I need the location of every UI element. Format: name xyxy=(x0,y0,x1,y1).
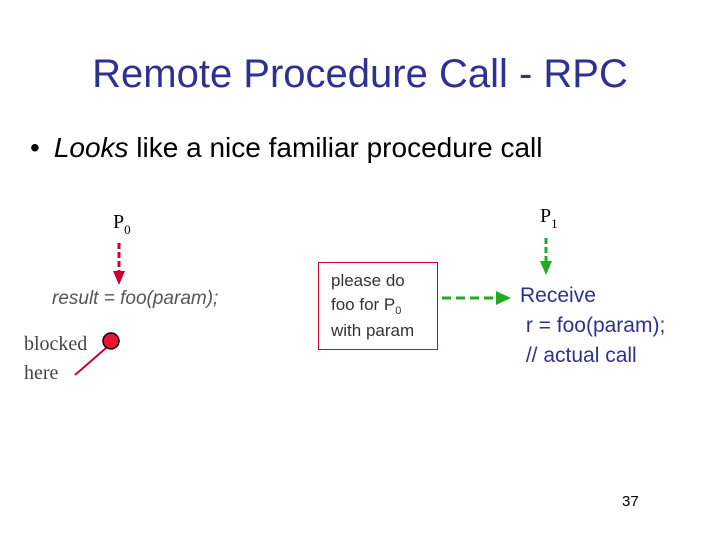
process-p0-label: P0 xyxy=(113,211,131,237)
caller-statement: result = foo(param); xyxy=(52,288,219,309)
message-line2-text: foo for P xyxy=(331,295,396,314)
process-p1-label: P1 xyxy=(540,205,558,231)
message-line2: foo for P0 xyxy=(331,293,437,319)
p0-subscript: 0 xyxy=(124,222,131,237)
p1-down-arrow-head xyxy=(540,261,552,275)
p1-letter: P xyxy=(540,205,552,227)
message-line3: with param xyxy=(331,321,415,340)
bullet-icon: • xyxy=(30,132,40,163)
slide-title: Remote Procedure Call - RPC xyxy=(92,52,628,96)
blocked-dot-icon xyxy=(102,332,120,350)
callee-line2: r = foo(param); xyxy=(520,314,666,337)
p0-letter: P xyxy=(113,211,125,233)
callee-code: Receive r = foo(param); // actual call xyxy=(520,281,665,371)
callee-line1: Receive xyxy=(520,284,596,307)
bullet-text: like a nice familiar procedure call xyxy=(128,132,543,163)
page-number: 37 xyxy=(622,493,639,510)
message-box: please do foo for P0 with param xyxy=(318,262,438,350)
blocked-label: blocked here xyxy=(24,330,87,388)
blocked-line2: here xyxy=(24,362,59,384)
message-line2-subscript: 0 xyxy=(395,305,402,317)
bullet-emphasis: Looks xyxy=(53,132,129,163)
callee-line3: // actual call xyxy=(520,344,637,367)
p0-down-arrow-head xyxy=(113,271,125,285)
p1-subscript: 1 xyxy=(551,216,558,231)
bullet-point: • Looks like a nice familiar procedure ca… xyxy=(30,132,543,164)
blocked-line1: blocked xyxy=(24,333,88,355)
message-arrow-head xyxy=(496,291,511,305)
message-line1: please do xyxy=(331,271,405,290)
blocked-pointer-line xyxy=(74,347,107,376)
